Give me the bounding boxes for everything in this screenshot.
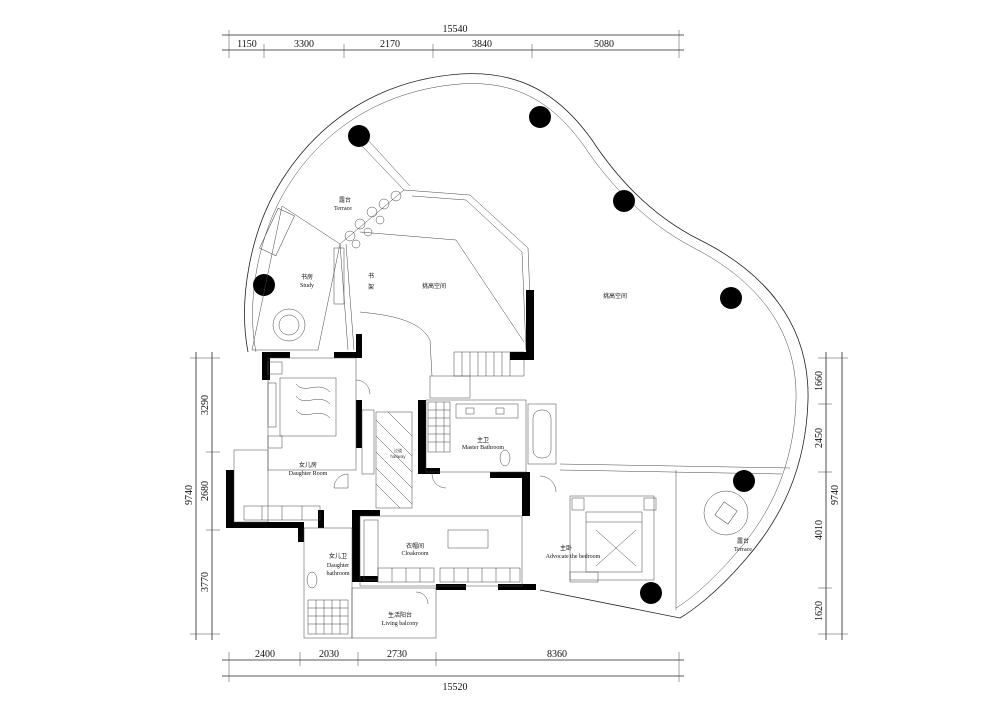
column <box>253 274 275 296</box>
label-living-balcony-en: Living balcony <box>382 621 419 627</box>
top-dim-5: 5080 <box>594 39 614 50</box>
label-void-1: 挑高空间 <box>422 282 446 290</box>
right-dim-3: 4010 <box>814 520 825 540</box>
label-terrace-top-zh: 露台 <box>339 196 351 204</box>
left-dim-3: 3770 <box>200 572 211 592</box>
outer-boundary <box>244 73 809 619</box>
label-terrace-top-en: Terrace <box>334 206 352 212</box>
top-dimension-chain: 15540 1150 3300 2170 3840 5080 <box>222 24 684 58</box>
master-bed <box>585 511 643 573</box>
label-daughter-bath-en-2: bathroom <box>327 571 350 577</box>
top-dim-4: 3840 <box>472 39 492 50</box>
right-total-dim: 9740 <box>830 485 841 505</box>
bottom-dim-3: 2730 <box>387 649 407 660</box>
label-cloakroom-en: Cloakroom <box>402 551 429 557</box>
top-dim-1: 1150 <box>237 39 257 50</box>
label-terrace-right-en: Terrace <box>734 547 752 553</box>
label-daughter-room-en: Daughter Room <box>289 471 328 477</box>
label-living-balcony-zh: 生活阳台 <box>388 611 412 619</box>
column <box>640 582 662 604</box>
daughter-bed <box>279 377 337 437</box>
study-desk <box>259 207 295 257</box>
bottom-dim-4: 8360 <box>547 649 567 660</box>
bookshelf <box>333 247 345 305</box>
left-total-dim: 9740 <box>184 485 195 505</box>
column <box>720 287 742 309</box>
label-corridor-en: hallway <box>390 454 406 459</box>
bottom-dim-2: 2030 <box>319 649 339 660</box>
label-master-bath-en: Master Bathroom <box>462 445 504 451</box>
left-dim-1: 3290 <box>200 395 211 415</box>
label-daughter-bath-en-1: Daughter <box>327 563 349 569</box>
label-master-bedroom-en: Advocate the bedroom <box>546 554 601 560</box>
bottom-total-dim: 15520 <box>443 682 468 693</box>
walls <box>226 290 536 590</box>
label-void-2: 挑高空间 <box>603 292 627 300</box>
column <box>613 190 635 212</box>
column <box>733 470 755 492</box>
label-bookshelf-1: 书 <box>368 272 374 280</box>
label-master-bath-zh: 主卫 <box>477 436 489 444</box>
upper-left-zone <box>251 139 533 399</box>
right-dim-1: 1660 <box>814 371 825 391</box>
label-cloakroom-zh: 衣帽间 <box>406 542 424 550</box>
staircase <box>453 351 525 377</box>
bottom-dimension-chain: 2400 2030 2730 8360 15520 <box>222 649 684 693</box>
label-terrace-right-zh: 露台 <box>737 537 749 545</box>
left-dimension-chain: 3290 2680 3770 9740 <box>184 352 220 640</box>
top-dim-2: 3300 <box>294 39 314 50</box>
right-dimension-chain: 1660 2450 4010 1620 9740 <box>814 352 848 640</box>
columns <box>253 106 755 604</box>
terrace-planters <box>344 190 402 249</box>
left-dim-2: 2680 <box>200 481 211 501</box>
label-daughter-room-zh: 女儿房 <box>299 461 317 469</box>
room-outlines <box>233 357 749 639</box>
bathtub <box>527 403 557 465</box>
study-round-table <box>272 308 306 342</box>
column <box>529 106 551 128</box>
label-master-bedroom-zh: 主卧 <box>560 544 572 552</box>
room-labels: 露台 Terrace 书房 Study 书 架 挑高空间 挑高空间 主卫 Mas… <box>289 196 753 627</box>
top-dim-3: 2170 <box>380 39 400 50</box>
top-total-dim: 15540 <box>443 24 468 35</box>
label-study-en: Study <box>300 283 314 289</box>
column <box>348 125 370 147</box>
right-dim-4: 1620 <box>814 601 825 621</box>
label-study-zh: 书房 <box>301 273 313 281</box>
label-daughter-bath-zh: 女儿卫 <box>329 552 347 560</box>
label-corridor-zh: 过道 <box>394 447 402 453</box>
right-dim-2: 2450 <box>814 428 825 448</box>
bottom-dim-1: 2400 <box>255 649 275 660</box>
terrace-round-table <box>703 490 749 536</box>
label-bookshelf-2: 架 <box>368 283 374 291</box>
cloakroom-island <box>447 529 489 549</box>
toilet <box>306 571 318 589</box>
